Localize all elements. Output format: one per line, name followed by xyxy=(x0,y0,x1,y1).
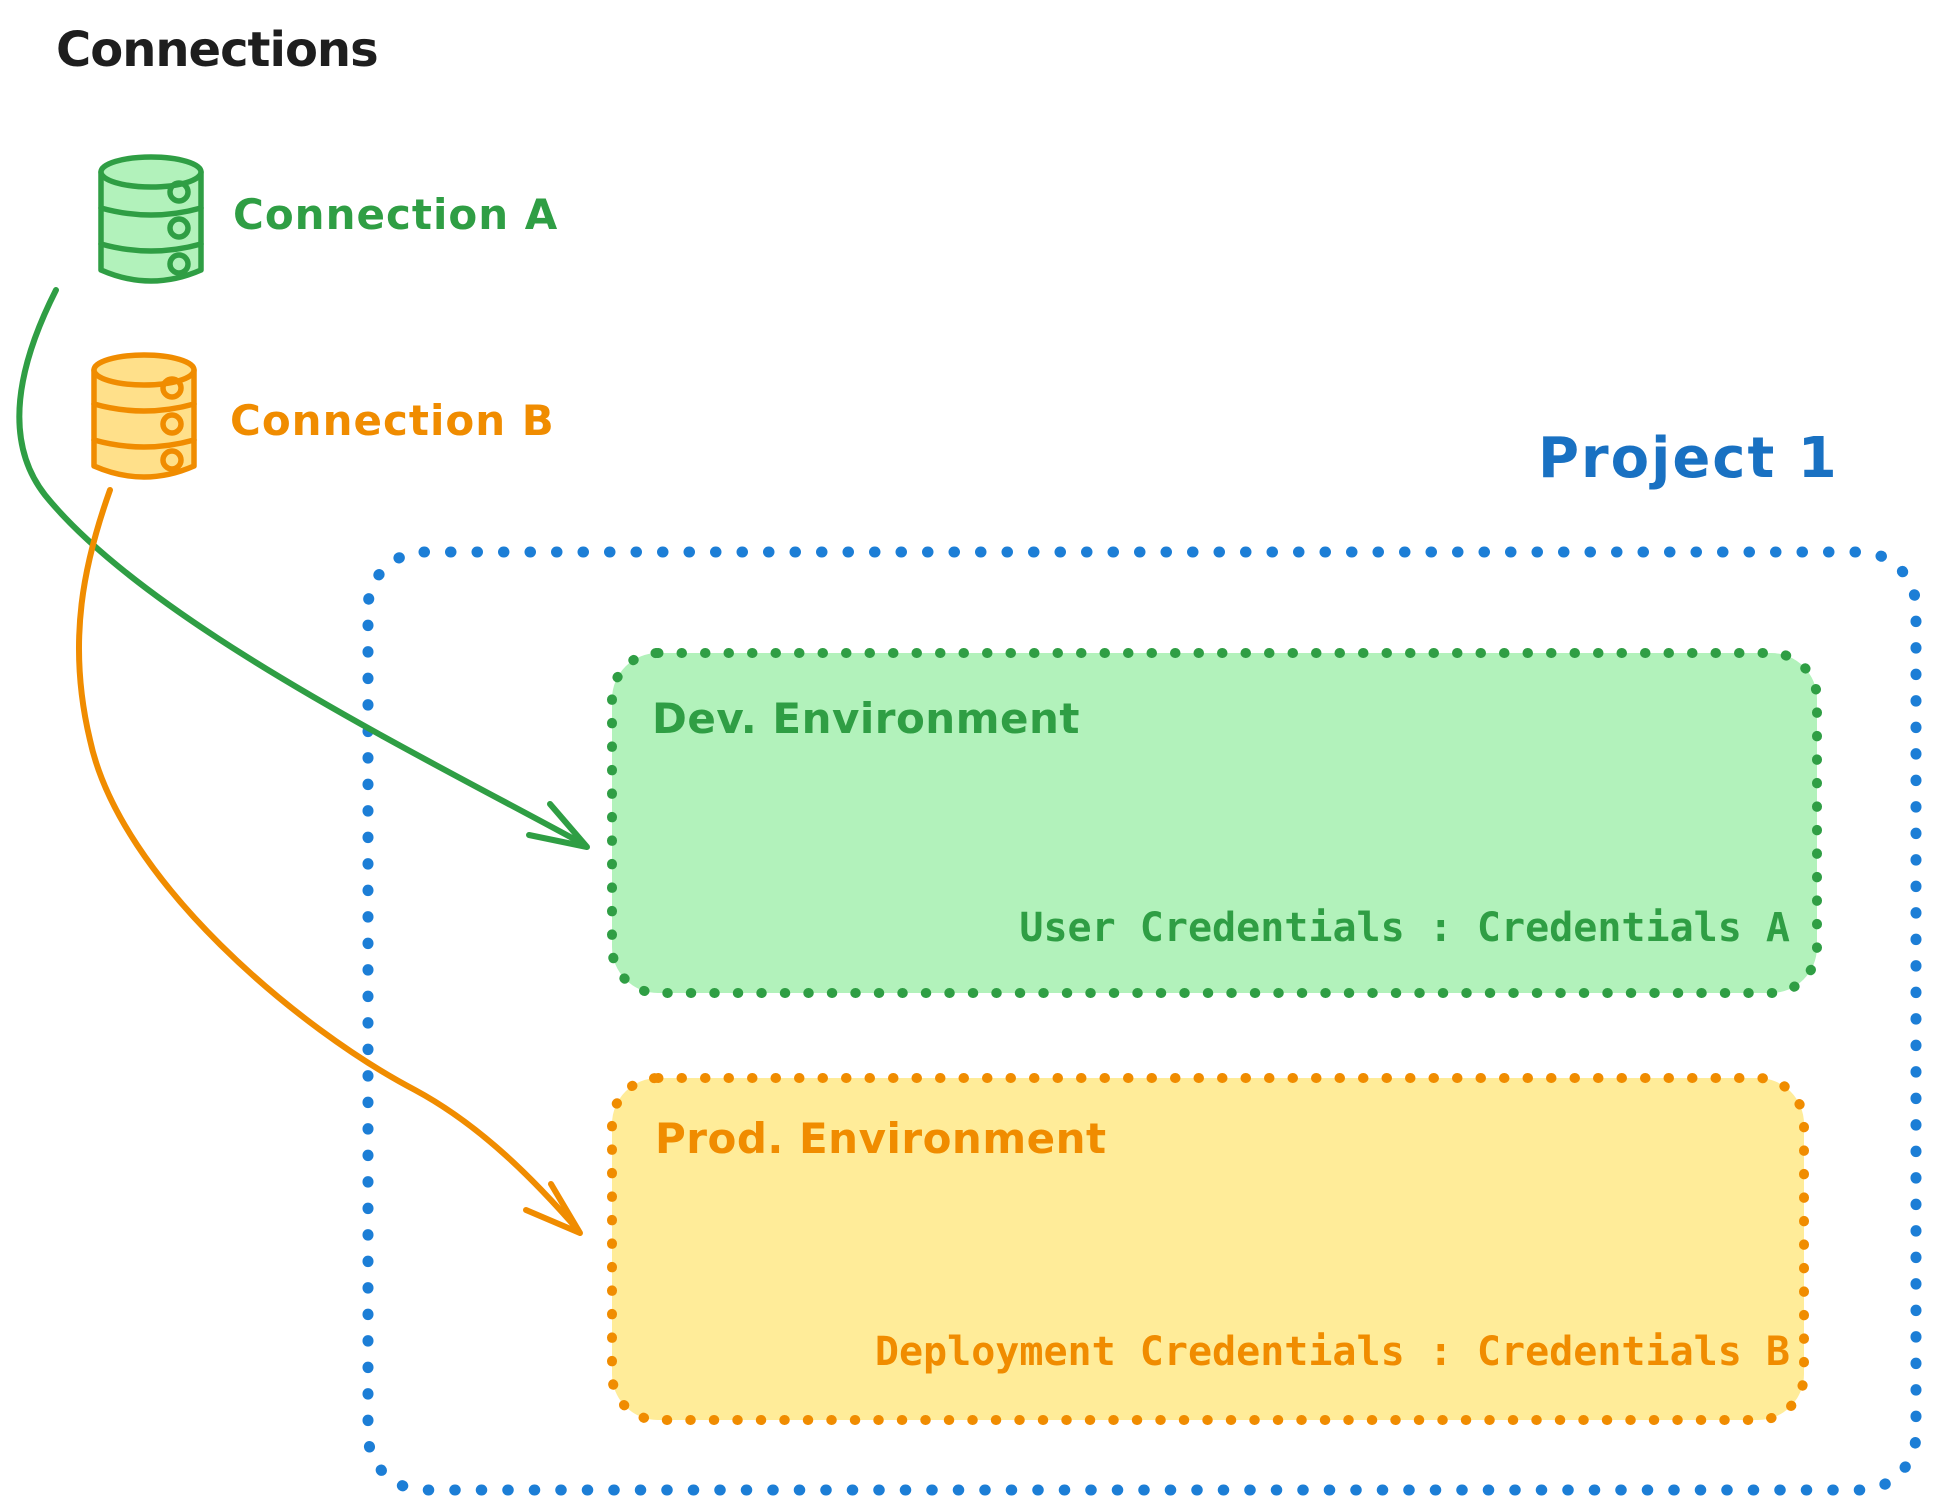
dev-environment-title: Dev. Environment xyxy=(652,694,1080,743)
arrowhead-icon xyxy=(523,1181,583,1236)
project-title: Project 1 xyxy=(1538,426,1839,491)
connection-b-arrow xyxy=(76,487,583,1236)
dev-environment-box xyxy=(607,648,1822,998)
prod-environment-box xyxy=(607,1073,1809,1425)
database-icon-connection-b xyxy=(91,352,197,480)
prod-environment-title: Prod. Environment xyxy=(655,1114,1107,1163)
connections-title: Connections xyxy=(56,22,379,78)
dev-environment-credentials: User Credentials : Credentials A xyxy=(1019,905,1790,951)
prod-environment-credentials: Deployment Credentials : Credentials B xyxy=(874,1329,1790,1375)
connection-a-arrow xyxy=(16,287,590,850)
database-icon-connection-a xyxy=(98,154,204,284)
project-boundary-box xyxy=(362,546,1922,1496)
connection-b-label: Connection B xyxy=(230,396,555,445)
connection-a-label: Connection A xyxy=(233,190,559,239)
arrowhead-icon xyxy=(526,801,590,850)
